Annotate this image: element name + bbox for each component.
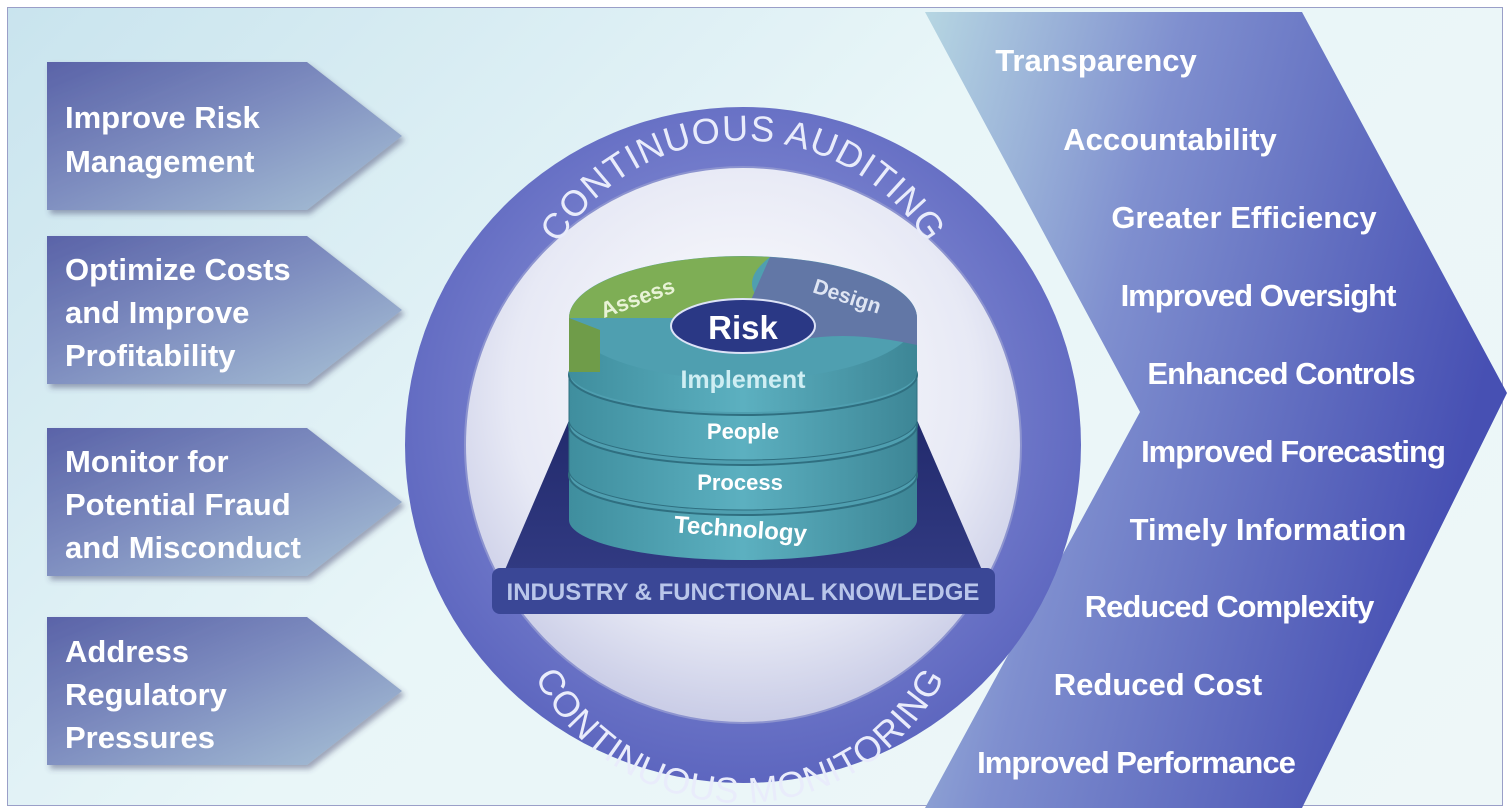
goal-arrow-4 bbox=[47, 617, 402, 765]
base-label: INDUSTRY & FUNCTIONAL KNOWLEDGE bbox=[507, 579, 980, 606]
benefits-chevron bbox=[925, 12, 1507, 808]
implement-label: Implement bbox=[680, 366, 806, 394]
goal-4-line-2: Regulatory bbox=[65, 677, 228, 712]
benefit-2: Accountability bbox=[1063, 122, 1277, 157]
benefits-list: Transparency Accountability Greater Effi… bbox=[977, 43, 1446, 780]
risk-label: Risk bbox=[708, 309, 778, 346]
goal-2-line-3: Profitability bbox=[65, 338, 236, 373]
people-label: People bbox=[707, 419, 779, 444]
benefit-6: Improved Forecasting bbox=[1141, 434, 1445, 469]
goal-1-line-1: Improve Risk bbox=[65, 100, 260, 135]
goal-3-line-1: Monitor for bbox=[65, 444, 229, 479]
goal-arrow-2 bbox=[47, 236, 402, 384]
goal-2-line-1: Optimize Costs bbox=[65, 252, 291, 287]
goal-2-line-2: and Improve bbox=[65, 295, 249, 330]
benefit-3: Greater Efficiency bbox=[1111, 200, 1377, 235]
benefit-8: Reduced Complexity bbox=[1085, 589, 1375, 624]
goal-4-line-1: Address bbox=[65, 634, 189, 669]
goal-arrows: Improve Risk Management Optimize Costs a… bbox=[47, 62, 402, 765]
benefit-10: Improved Performance bbox=[977, 745, 1295, 780]
process-label: Process bbox=[697, 470, 783, 495]
base-bar bbox=[492, 568, 995, 614]
benefit-9: Reduced Cost bbox=[1054, 667, 1262, 702]
benefit-7: Timely Information bbox=[1130, 512, 1407, 547]
benefit-4: Improved Oversight bbox=[1121, 278, 1397, 313]
benefit-5: Enhanced Controls bbox=[1147, 356, 1414, 391]
goal-1-line-2: Management bbox=[65, 144, 254, 179]
benefit-1: Transparency bbox=[995, 43, 1197, 78]
layer-top bbox=[569, 256, 917, 412]
goal-arrow-3 bbox=[47, 428, 402, 576]
goal-arrow-1 bbox=[47, 62, 402, 210]
goal-4-line-3: Pressures bbox=[65, 720, 215, 755]
risk-center bbox=[670, 298, 816, 354]
goal-3-line-3: and Misconduct bbox=[65, 530, 301, 565]
goal-3-line-2: Potential Fraud bbox=[65, 487, 291, 522]
